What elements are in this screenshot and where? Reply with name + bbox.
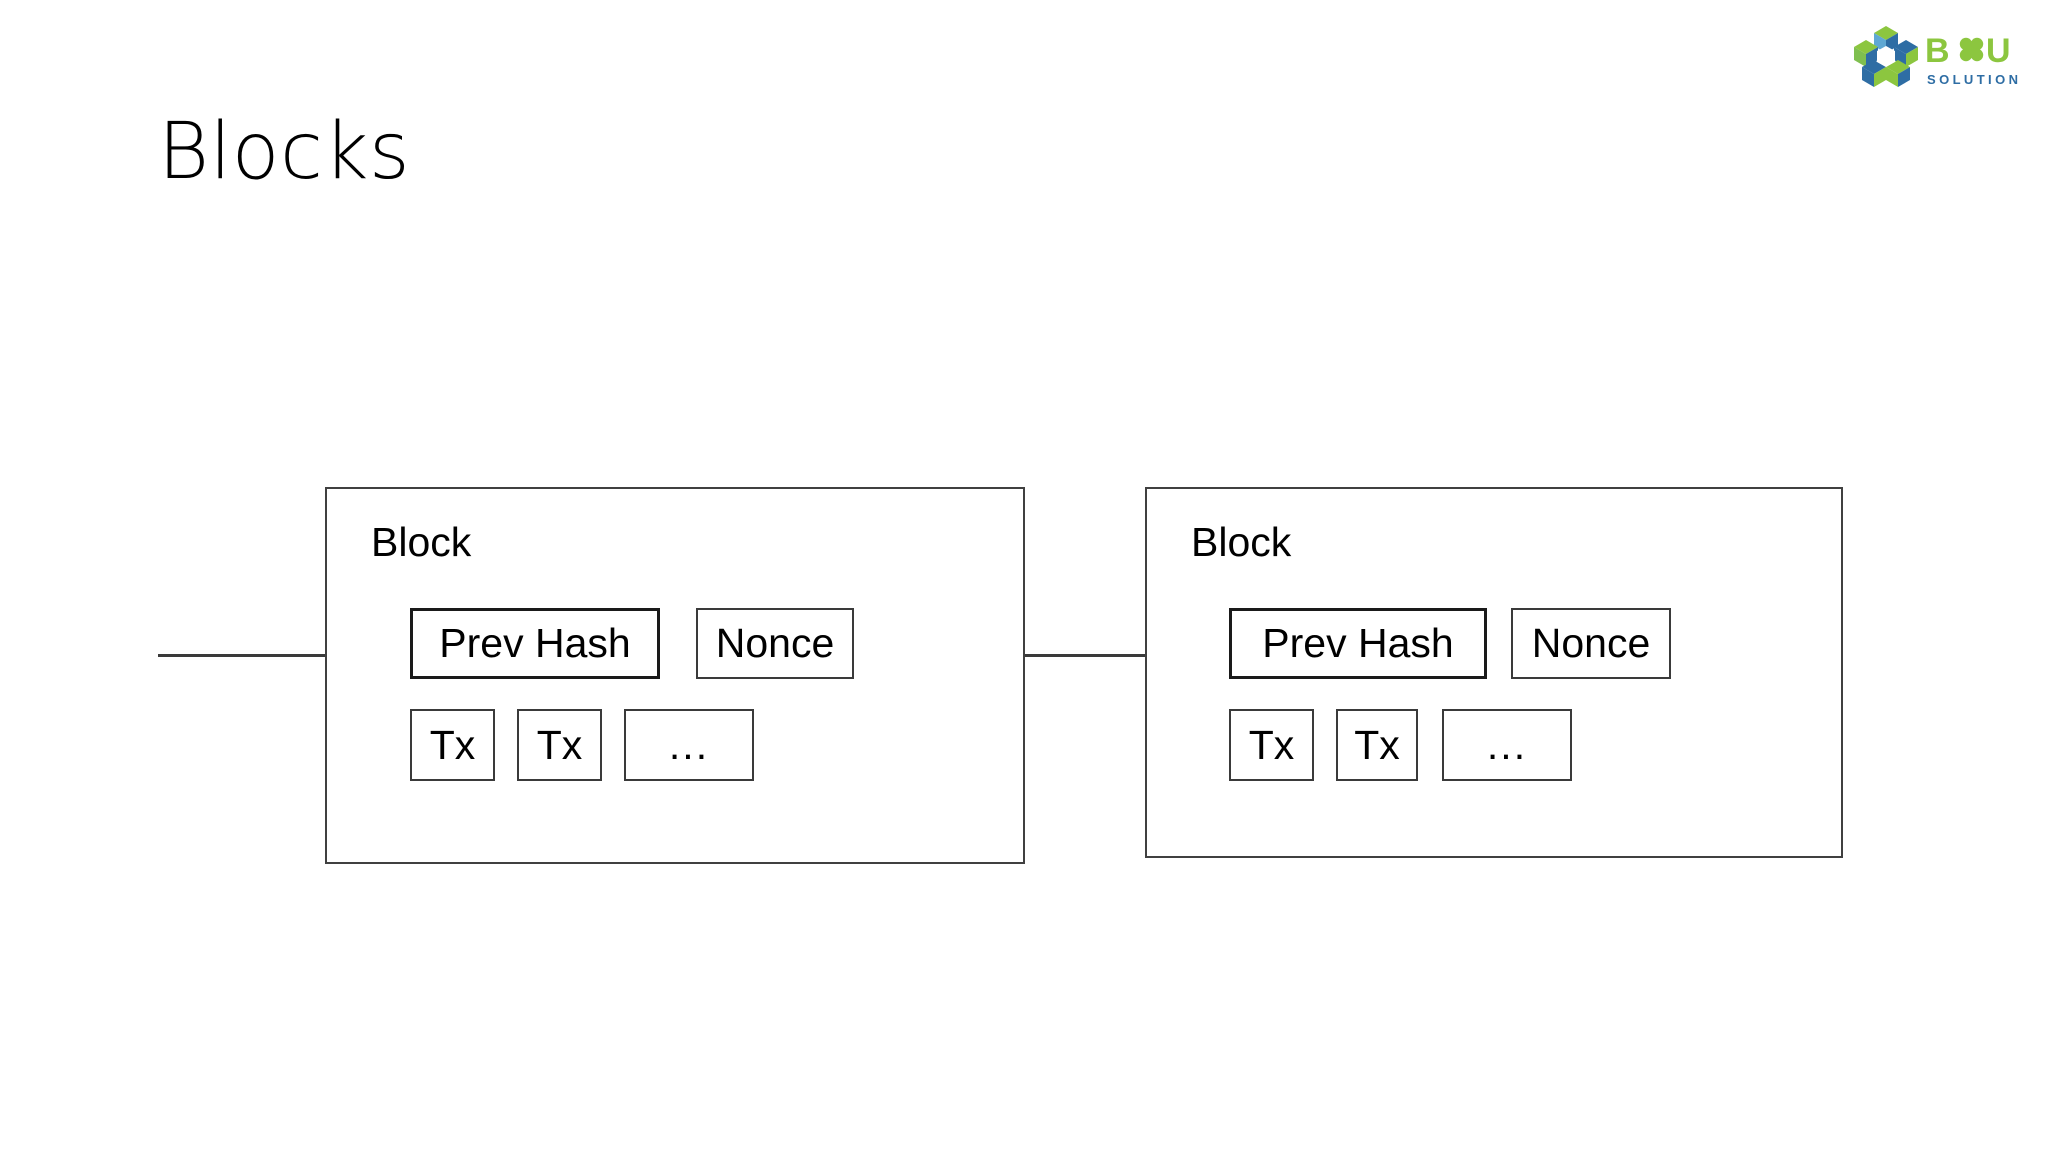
block-2-tx-field-1: Tx: [1229, 709, 1314, 781]
block-2-title: Block: [1191, 519, 1292, 565]
arrow-block-1-to-block-2-line: [1025, 654, 1185, 657]
block-2-tx-field-2: Tx: [1336, 709, 1418, 781]
block-1-more-tx-field: ...: [624, 709, 754, 781]
clover-icon: [1959, 37, 1984, 62]
arrow-into-block-1-line: [158, 654, 338, 657]
block-1-tx-field-2: Tx: [517, 709, 602, 781]
svg-text:SOLUTION: SOLUTION: [1927, 72, 2021, 87]
block-1: Block Prev Hash Nonce Tx Tx ...: [325, 487, 1025, 864]
block-2-nonce-field: Nonce: [1511, 608, 1671, 679]
svg-text:B: B: [1925, 32, 1950, 70]
logo-wordmark: B U: [1925, 32, 2011, 70]
block-1-nonce-field: Nonce: [696, 608, 854, 679]
block-1-title: Block: [371, 519, 472, 565]
page-title: Blocks: [158, 107, 411, 197]
block-1-prev-hash-field: Prev Hash: [410, 608, 660, 679]
block-2: Block Prev Hash Nonce Tx Tx ...: [1145, 487, 1843, 858]
block-2-prev-hash-field: Prev Hash: [1229, 608, 1487, 679]
block-1-tx-field-1: Tx: [410, 709, 495, 781]
block-2-more-tx-field: ...: [1442, 709, 1572, 781]
logo-cube-mark: [1854, 26, 1918, 87]
bu-solution-logo: B U SOLUTION: [1853, 22, 2033, 90]
svg-text:U: U: [1986, 32, 2011, 70]
